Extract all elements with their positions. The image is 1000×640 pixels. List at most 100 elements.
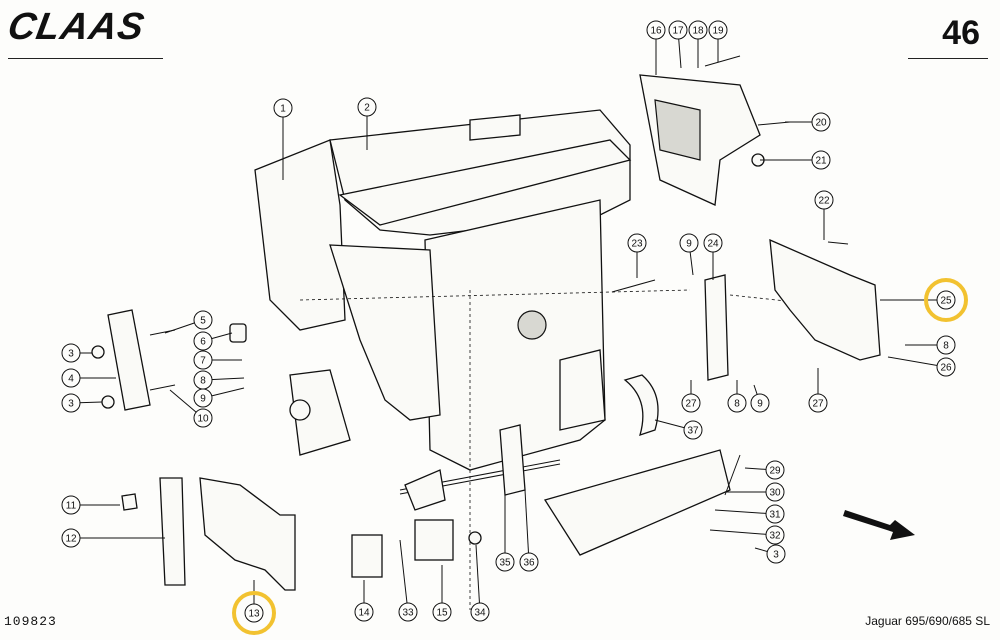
callout-label-29: 29 [769,466,781,477]
callout-label-34: 34 [474,608,486,619]
callout-circle [193,331,213,351]
callout-label-26: 26 [940,363,952,374]
part-25-plate [769,238,881,361]
part-4-strip [107,309,151,411]
callout-label-30: 30 [769,488,781,499]
part-3-nut-a [91,345,105,359]
callout-circle [495,552,515,572]
callout-circle [357,97,377,117]
callout-label-33: 33 [402,608,414,619]
callout-circle [193,350,213,370]
part-29-bolt [724,454,741,496]
callout-circle [193,408,213,428]
part-34-nut [468,531,482,545]
part-14-plate [351,534,383,578]
callout-label-13: 13 [248,609,260,620]
callout-circle [811,112,831,132]
part-37-curved-plate [623,374,659,437]
part-12-strip [159,477,186,586]
callout-circle [61,343,81,363]
part-15-plate [414,519,454,561]
callout-label-36: 36 [523,558,535,569]
callout-label-18: 18 [692,26,704,37]
direction-arrow-icon [843,510,915,540]
part-11-clip [121,493,138,511]
callout-circle [354,602,374,622]
callout-circle [808,393,828,413]
callout-label-37: 37 [687,426,699,437]
right-lower-bracket [559,349,606,431]
callout-circle [814,190,834,210]
assembly-line-1 [299,289,691,301]
model-label: Jaguar 695/690/685 SL [865,614,990,628]
callout-circle [679,233,699,253]
part-16-cutout [654,99,701,161]
callout-circle [765,460,785,480]
callout-circle [936,357,956,377]
callout-label-27: 27 [685,399,697,410]
callout-label-3: 3 [773,550,779,561]
callout-label-8: 8 [200,376,206,387]
callout-label-11: 11 [66,501,77,512]
callout-label-22: 22 [818,196,830,207]
callout-circle [519,552,539,572]
callout-label-32: 32 [769,531,781,542]
part-13-plate [199,477,296,591]
part-1-side-plate [254,139,346,331]
callout-label-1: 1 [280,104,286,115]
callout-label-15: 15 [436,608,448,619]
callout-circle [750,393,770,413]
callout-leader [709,529,776,536]
main-frame [254,109,871,610]
callout-label-8: 8 [734,399,740,410]
callout-label-19: 19 [712,26,724,37]
callout-label-3: 3 [68,349,74,360]
document-number: 109823 [4,614,57,629]
callout-leader [399,539,409,613]
callout-label-21: 21 [815,156,827,167]
callout-label-17: 17 [672,26,684,37]
callout-circle [646,20,666,40]
callout-label-20: 20 [815,118,827,129]
callout-circle [273,98,293,118]
page-number-underline [908,58,988,59]
callout-label-12: 12 [65,534,77,545]
callout-label-27: 27 [812,399,824,410]
callout-leader [887,356,947,368]
callout-circle [627,233,647,253]
callout-circle [193,310,213,330]
top-beam-face [338,139,632,226]
callout-circle [811,150,831,170]
callout-label-9: 9 [686,239,692,250]
part-3-nut-b [101,395,115,409]
callout-label-7: 7 [200,356,206,367]
part-20-bolt [757,121,791,126]
callout-label-8: 8 [943,341,949,352]
center-hole [517,310,547,340]
part-23-stud [611,279,656,293]
callout-label-3: 3 [68,399,74,410]
shaft-end-left [404,469,446,511]
left-inner-plate [329,244,441,421]
callout-circle [61,393,81,413]
callout-circle [61,495,81,515]
callout-label-9: 9 [200,394,206,405]
callout-circle [765,482,785,502]
callout-circle [61,528,81,548]
callout-label-23: 23 [631,239,643,250]
callout-circle [244,603,264,623]
callout-circle [681,393,701,413]
callout-label-35: 35 [499,558,511,569]
callout-circle [432,602,452,622]
callout-circle [765,525,785,545]
callout-circle [193,388,213,408]
flange-hole [289,399,311,421]
callout-leader [714,509,776,515]
callout-label-14: 14 [358,608,370,619]
callout-circle [470,602,490,622]
callout-circle [668,20,688,40]
lower-left-flange [289,369,351,456]
